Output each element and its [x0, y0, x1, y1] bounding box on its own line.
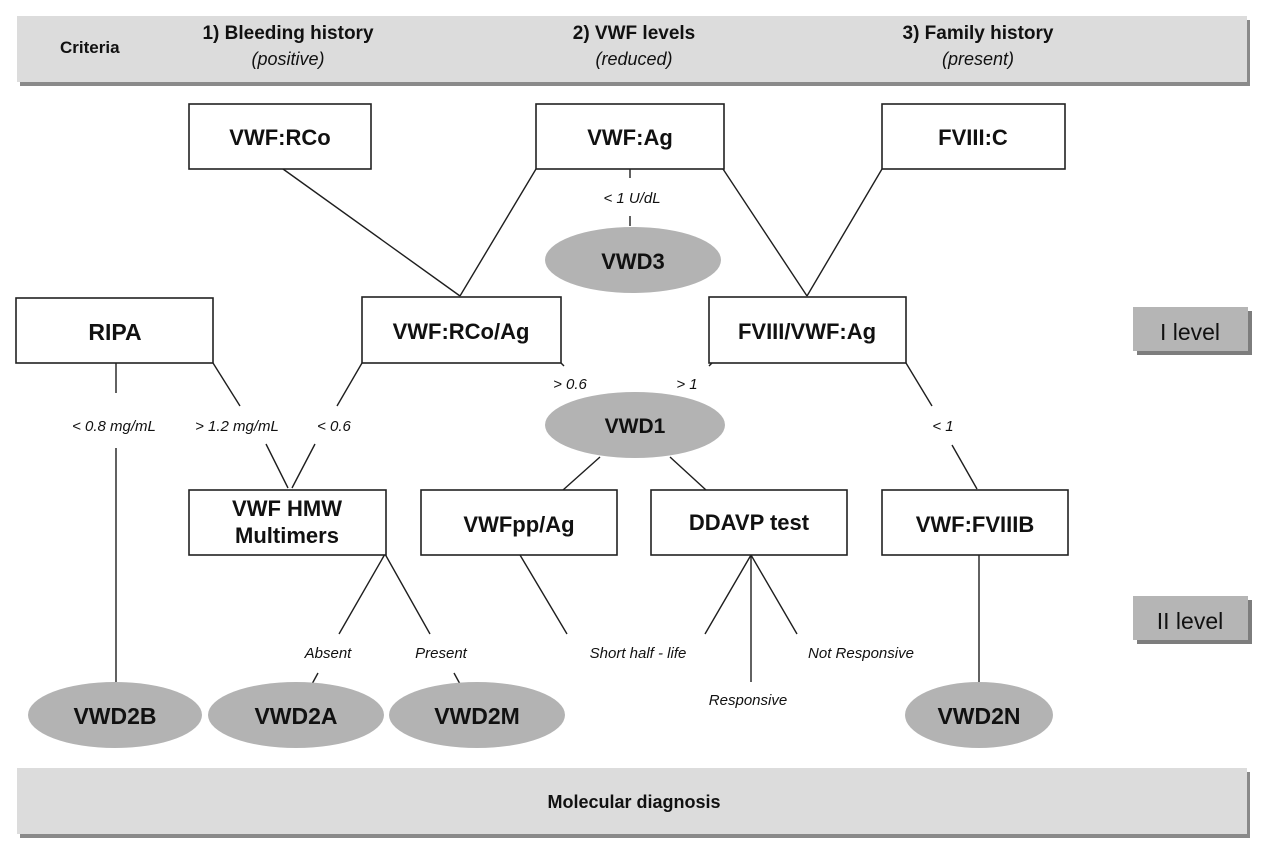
node-fviii-c: FVIII:C: [881, 103, 1066, 170]
edge-vwd1-to-vwfpp: [562, 456, 601, 491]
outcome-vwd2b: VWD2B: [28, 682, 202, 748]
outcome-vwd3-label: VWD3: [601, 249, 665, 274]
edge-ripa-gt12-top: [212, 362, 241, 407]
node-ripa-label: RIPA: [88, 319, 141, 345]
node-vwf-rco-label: VWF:RCo: [229, 125, 330, 150]
level-badge-second-label: II level: [1157, 608, 1223, 634]
node-fviii-c-label: FVIII:C: [938, 125, 1008, 150]
node-vwfpp-ag-label: VWFpp/Ag: [463, 512, 574, 537]
outcome-vwd1: VWD1: [545, 392, 725, 458]
criterion-1-title: 1) Bleeding history: [202, 23, 373, 44]
edge-present-to-vwd2m: [453, 672, 461, 685]
node-vwf-ag: VWF:Ag: [535, 103, 725, 170]
node-vwf-rco: VWF:RCo: [188, 103, 372, 170]
node-vwf-rco-ag: VWF:RCo/Ag: [361, 296, 562, 364]
outcome-vwd2a: VWD2A: [208, 682, 384, 748]
edge-ag-to-rcoag: [459, 168, 537, 297]
edges: [115, 168, 980, 685]
outcome-vwd2n-label: VWD2N: [937, 703, 1020, 729]
node-vwf-fviiib: VWF:FVIIIB: [881, 489, 1069, 556]
edge-absent-to-vwd2a: [311, 672, 319, 685]
criteria-label: Criteria: [60, 38, 120, 57]
outcome-vwd2m-label: VWD2M: [434, 703, 520, 729]
edge-label-rcoag-lt06: < 0.6: [317, 418, 351, 435]
edge-hmw-present: [384, 553, 431, 635]
outcome-vwd2n: VWD2N: [905, 682, 1053, 748]
criteria-band: Criteria 1) Bleeding history (positive) …: [17, 16, 1250, 86]
node-fviii-vwf-ag: FVIII/VWF:Ag: [708, 296, 907, 364]
edge-rco-to-rcoag: [282, 168, 461, 297]
criterion-2-qualifier: (reduced): [595, 49, 672, 69]
molecular-diagnosis-label: Molecular diagnosis: [547, 792, 720, 812]
edge-label-ripa-lt08: < 0.8 mg/mL: [72, 418, 156, 435]
edge-ripa-gt12-bottom: [265, 443, 289, 489]
outcome-vwd1-label: VWD1: [605, 415, 666, 438]
edge-fviiiag-lt1-top: [905, 362, 933, 407]
node-vwf-hmw-line2: Multimers: [235, 523, 339, 548]
edge-label-responsive: Responsive: [709, 692, 787, 709]
node-vwf-fviiib-label: VWF:FVIIIB: [916, 512, 1035, 537]
edge-ddavp-short-half-life: [704, 554, 752, 635]
edge-label-ripa-gt12: > 1.2 mg/mL: [195, 418, 279, 435]
node-ddavp-test-label: DDAVP test: [689, 510, 810, 535]
node-fviii-vwf-ag-label: FVIII/VWF:Ag: [738, 319, 876, 344]
edge-label-rcoag-gt06: > 0.6: [553, 376, 587, 393]
node-vwf-hmw-multimers: VWF HMW Multimers: [188, 489, 387, 556]
edge-fviiiag-lt1-bottom: [951, 444, 978, 490]
edge-label-fviii-gt1: > 1: [676, 376, 697, 393]
level-badge-first: I level: [1133, 307, 1252, 355]
outcome-vwd2a-label: VWD2A: [254, 703, 337, 729]
criterion-2-title: 2) VWF levels: [573, 23, 696, 44]
edge-rcoag-lt06-top: [336, 362, 363, 407]
outcome-vwd3: VWD3: [545, 227, 721, 293]
edge-ag-to-fviiiag: [722, 168, 808, 297]
edge-rcoag-lt06-bottom: [291, 443, 316, 489]
edge-label-fviii-lt1: < 1: [932, 418, 953, 435]
criterion-3-qualifier: (present): [942, 49, 1014, 69]
node-vwf-hmw-line1: VWF HMW: [232, 496, 342, 521]
edge-label-absent: Absent: [304, 645, 353, 662]
edge-hmw-absent: [338, 553, 386, 635]
edge-label-short-half-life: Short half - life: [590, 645, 687, 662]
outcome-vwd2b-label: VWD2B: [73, 703, 156, 729]
level-badge-second: II level: [1133, 596, 1252, 644]
node-ddavp-test: DDAVP test: [650, 489, 848, 556]
criterion-1-qualifier: (positive): [251, 49, 324, 69]
outcome-vwd2m: VWD2M: [389, 682, 565, 748]
edge-ddavp-not-responsive: [750, 554, 798, 635]
edge-label-ag-lt1: < 1 U/dL: [603, 190, 660, 207]
node-vwf-ag-label: VWF:Ag: [587, 125, 673, 150]
criterion-3-title: 3) Family history: [903, 23, 1054, 44]
node-ripa: RIPA: [15, 297, 214, 364]
node-vwf-rco-ag-label: VWF:RCo/Ag: [393, 319, 530, 344]
level-badge-first-label: I level: [1160, 319, 1220, 345]
edge-label-present: Present: [415, 645, 468, 662]
node-vwfpp-ag: VWFpp/Ag: [420, 489, 618, 556]
edge-label-not-responsive: Not Responsive: [808, 645, 914, 662]
edge-fviiic-to-fviiiag: [806, 168, 883, 297]
edge-vwfpp-short-half-life: [519, 554, 568, 635]
edge-vwd1-to-ddavp: [669, 456, 707, 491]
molecular-diagnosis-band: Molecular diagnosis: [17, 768, 1250, 838]
